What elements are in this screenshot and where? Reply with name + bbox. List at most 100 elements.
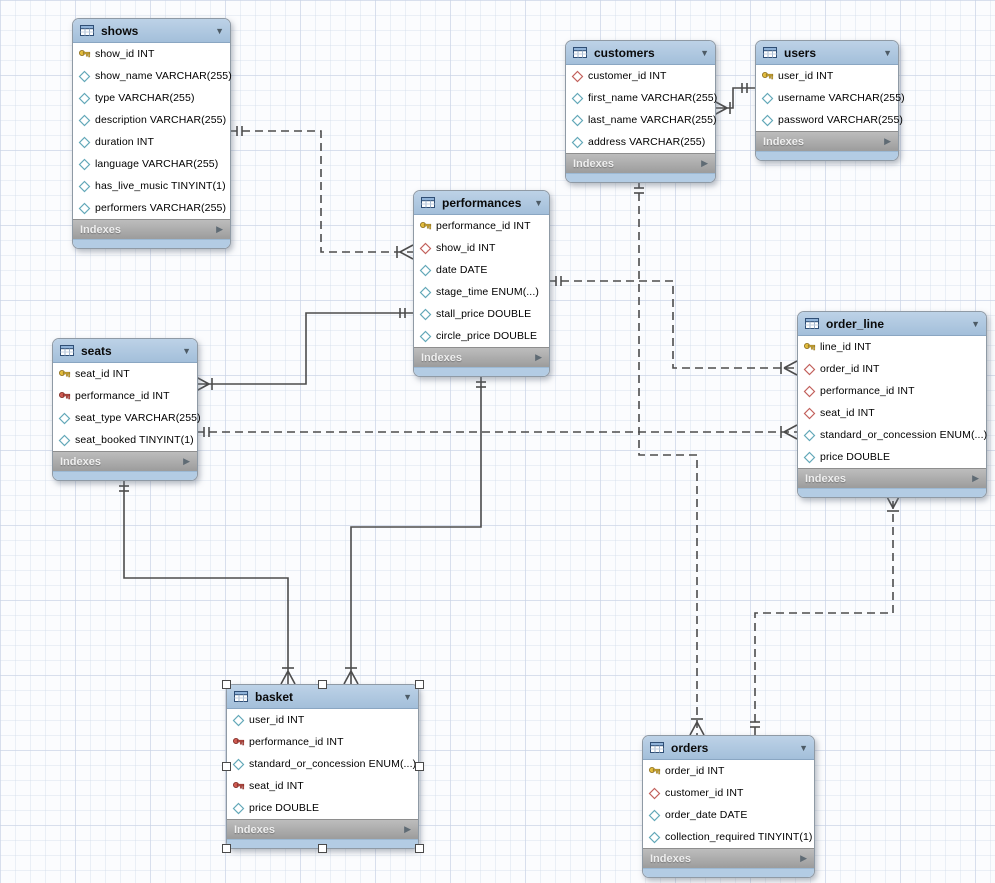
field-row-seat_booked[interactable]: seat_booked TINYINT(1) <box>53 429 197 451</box>
relationship-orders-order_line[interactable] <box>750 494 901 735</box>
field-row-price[interactable]: price DOUBLE <box>798 446 986 468</box>
field-row-order_id[interactable]: order_id INT <box>643 760 814 782</box>
relationship-performances-order_line[interactable] <box>548 276 798 376</box>
table-header[interactable]: performances▼ <box>414 191 549 215</box>
expand-arrow-icon[interactable]: ▶ <box>183 456 190 466</box>
relationship-performances-basket[interactable] <box>343 374 486 685</box>
selection-handle[interactable] <box>221 761 231 771</box>
field-row-seat_id[interactable]: seat_id INT <box>53 363 197 385</box>
field-row-line_id[interactable]: line_id INT <box>798 336 986 358</box>
field-row-show_name[interactable]: show_name VARCHAR(255) <box>73 65 232 87</box>
selection-handle[interactable] <box>414 679 424 689</box>
field-row-stage_time[interactable]: stage_time ENUM(...) <box>414 281 549 303</box>
indexes-bar[interactable]: Indexes▶ <box>53 451 197 471</box>
field-row-order_date[interactable]: order_date DATE <box>643 804 814 826</box>
selection-handle[interactable] <box>318 843 327 853</box>
field-row-performance_id[interactable]: performance_id INT <box>798 380 986 402</box>
table-header[interactable]: seats▼ <box>53 339 197 363</box>
selection-handle[interactable] <box>221 843 231 853</box>
indexes-bar[interactable]: Indexes▶ <box>414 347 549 367</box>
relationship-performances-seats[interactable] <box>195 308 413 392</box>
field-row-standard_or_concession[interactable]: standard_or_concession ENUM(...) <box>798 424 987 446</box>
field-row-has_live_music[interactable]: has_live_music TINYINT(1) <box>73 175 230 197</box>
expand-arrow-icon[interactable]: ▶ <box>972 473 979 483</box>
expand-arrow-icon[interactable]: ▶ <box>404 824 411 834</box>
relationship-seats-order_line[interactable] <box>196 424 798 440</box>
indexes-bar[interactable]: Indexes▶ <box>73 219 230 239</box>
collapse-arrow-icon[interactable]: ▼ <box>182 345 191 356</box>
field-row-date[interactable]: date DATE <box>414 259 549 281</box>
relationship-users-customers[interactable] <box>713 83 755 116</box>
field-row-duration[interactable]: duration INT <box>73 131 230 153</box>
table-header[interactable]: users▼ <box>756 41 898 65</box>
indexes-bar[interactable]: Indexes▶ <box>566 153 715 173</box>
field-row-user_id[interactable]: user_id INT <box>227 709 418 731</box>
field-row-type[interactable]: type VARCHAR(255) <box>73 87 230 109</box>
expand-arrow-icon[interactable]: ▶ <box>535 352 542 362</box>
expand-arrow-icon[interactable]: ▶ <box>884 136 891 146</box>
relationship-seats-basket[interactable] <box>119 478 296 685</box>
field-row-description[interactable]: description VARCHAR(255) <box>73 109 230 131</box>
field-label: seat_id INT <box>820 407 875 419</box>
relationship-customers-orders[interactable] <box>634 180 705 736</box>
expand-arrow-icon[interactable]: ▶ <box>216 224 223 234</box>
field-row-circle_price[interactable]: circle_price DOUBLE <box>414 325 549 347</box>
selection-handle[interactable] <box>414 761 424 771</box>
field-label: date DATE <box>436 264 488 276</box>
selection-handle[interactable] <box>221 679 231 689</box>
collapse-arrow-icon[interactable]: ▼ <box>534 197 543 208</box>
field-row-user_id[interactable]: user_id INT <box>756 65 898 87</box>
table-icon <box>649 741 665 754</box>
field-row-show_id[interactable]: show_id INT <box>414 237 549 259</box>
table-header[interactable]: customers▼ <box>566 41 715 65</box>
table-header[interactable]: shows▼ <box>73 19 230 43</box>
selection-handle[interactable] <box>414 843 424 853</box>
field-row-show_id[interactable]: show_id INT <box>73 43 230 65</box>
expand-arrow-icon[interactable]: ▶ <box>800 853 807 863</box>
table-header[interactable]: order_line▼ <box>798 312 986 336</box>
field-row-customer_id[interactable]: customer_id INT <box>643 782 814 804</box>
field-row-address[interactable]: address VARCHAR(255) <box>566 131 715 153</box>
field-row-performers[interactable]: performers VARCHAR(255) <box>73 197 230 219</box>
indexes-bar[interactable]: Indexes▶ <box>798 468 986 488</box>
field-row-seat_id[interactable]: seat_id INT <box>227 775 418 797</box>
field-row-customer_id[interactable]: customer_id INT <box>566 65 715 87</box>
indexes-bar[interactable]: Indexes▶ <box>643 848 814 868</box>
field-row-username[interactable]: username VARCHAR(255) <box>756 87 905 109</box>
table-header[interactable]: basket▼ <box>227 685 418 709</box>
field-row-collection_required[interactable]: collection_required TINYINT(1) <box>643 826 814 848</box>
field-row-standard_or_concession[interactable]: standard_or_concession ENUM(...) <box>227 753 418 775</box>
field-row-first_name[interactable]: first_name VARCHAR(255) <box>566 87 717 109</box>
field-row-last_name[interactable]: last_name VARCHAR(255) <box>566 109 717 131</box>
field-row-seat_type[interactable]: seat_type VARCHAR(255) <box>53 407 201 429</box>
collapse-arrow-icon[interactable]: ▼ <box>215 25 224 36</box>
field-row-performance_id[interactable]: performance_id INT <box>414 215 549 237</box>
selection-handle[interactable] <box>318 679 327 689</box>
field-row-seat_id[interactable]: seat_id INT <box>798 402 986 424</box>
indexes-bar[interactable]: Indexes▶ <box>227 819 418 839</box>
field-row-performance_id[interactable]: performance_id INT <box>227 731 418 753</box>
field-row-language[interactable]: language VARCHAR(255) <box>73 153 230 175</box>
expand-arrow-icon[interactable]: ▶ <box>701 158 708 168</box>
field-row-order_id[interactable]: order_id INT <box>798 358 986 380</box>
collapse-arrow-icon[interactable]: ▼ <box>700 47 709 58</box>
table-header[interactable]: orders▼ <box>643 736 814 760</box>
collapse-arrow-icon[interactable]: ▼ <box>799 742 808 753</box>
field-row-stall_price[interactable]: stall_price DOUBLE <box>414 303 549 325</box>
field-row-password[interactable]: password VARCHAR(255) <box>756 109 903 131</box>
relationship-shows-performances[interactable] <box>229 126 414 260</box>
collapse-arrow-icon[interactable]: ▼ <box>403 691 412 702</box>
indexes-bar[interactable]: Indexes▶ <box>756 131 898 151</box>
field-row-performance_id[interactable]: performance_id INT <box>53 385 197 407</box>
collapse-arrow-icon[interactable]: ▼ <box>883 47 892 58</box>
collapse-arrow-icon[interactable]: ▼ <box>971 318 980 329</box>
field-row-price[interactable]: price DOUBLE <box>227 797 418 819</box>
